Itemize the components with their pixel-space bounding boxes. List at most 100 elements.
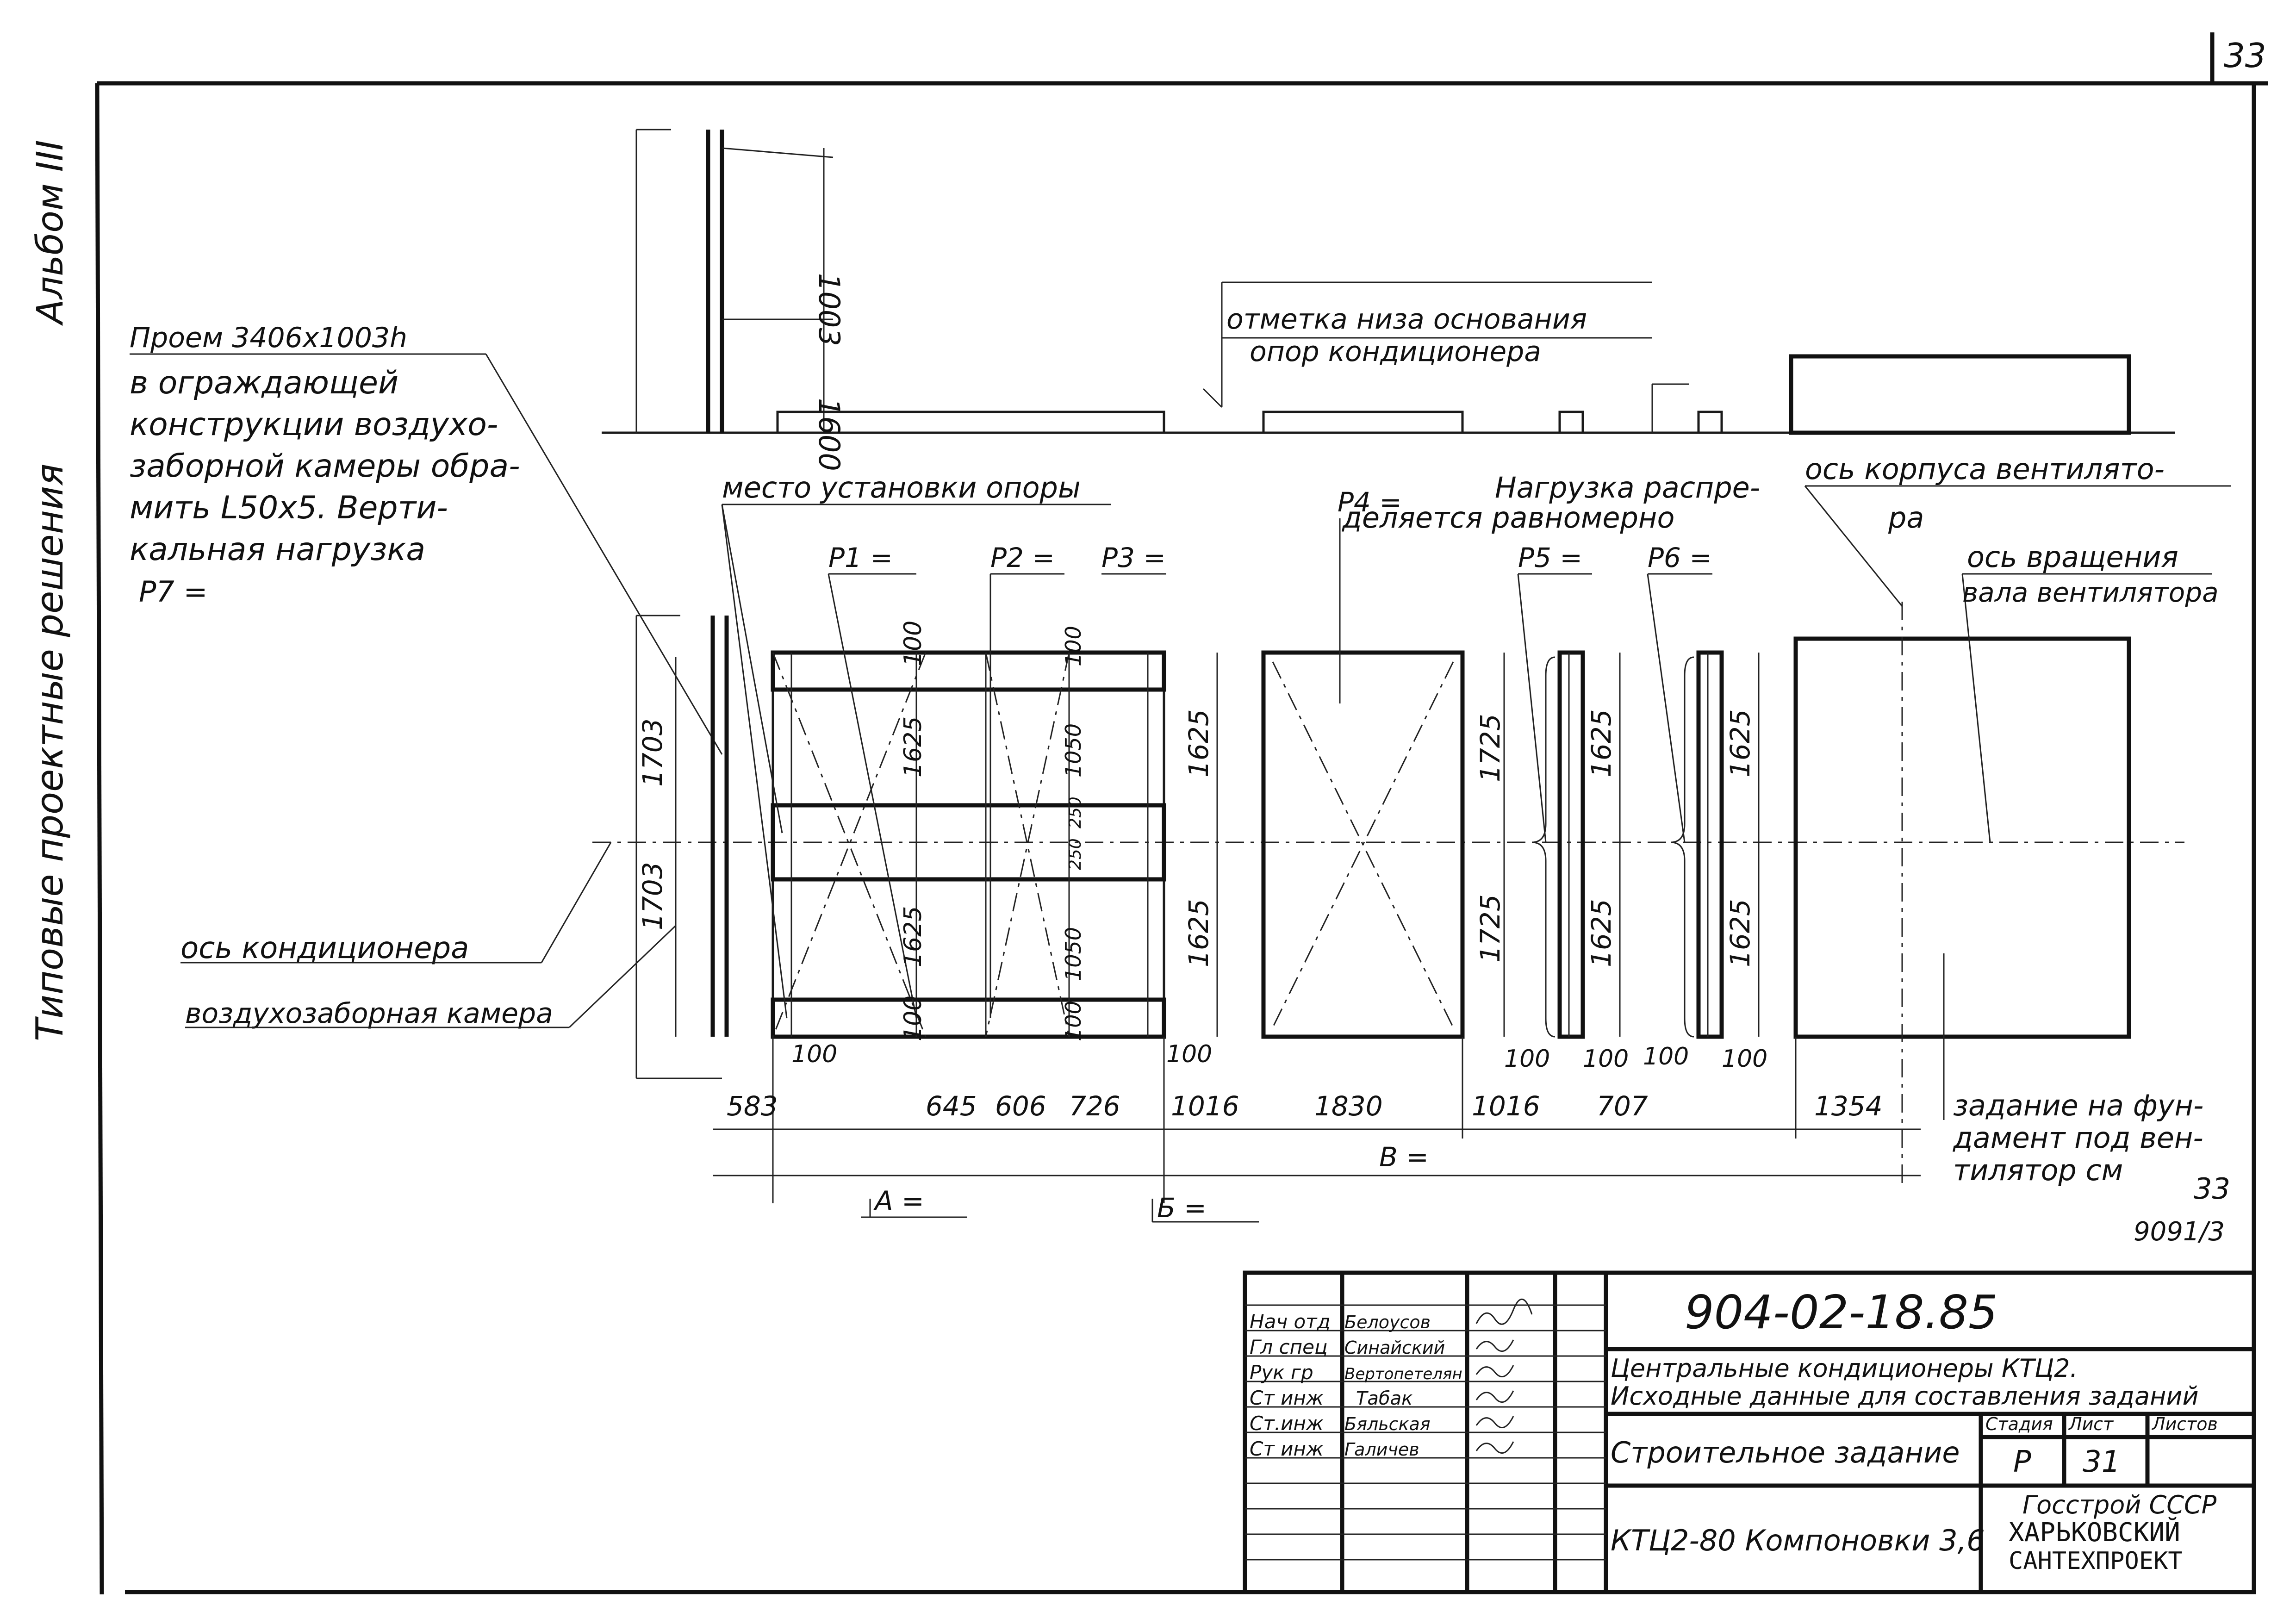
task-note-line2: дамент под вен- bbox=[1953, 1121, 2203, 1155]
tb-role-3: Рук гр bbox=[1250, 1361, 1313, 1384]
dim-1625-upper-left: 1625 bbox=[899, 716, 927, 778]
base-mark-line2: опор кондиционера bbox=[1250, 336, 1541, 368]
dim-100-top: 100 bbox=[899, 621, 927, 666]
p2-label: P2 = bbox=[990, 542, 1055, 573]
doc-title-line2: Исходные данные для составления заданий bbox=[1611, 1381, 2199, 1411]
dim-a-label: A = bbox=[873, 1185, 924, 1217]
task-note-line3: тилятор см bbox=[1953, 1153, 2123, 1187]
dim-b-label: Б = bbox=[1157, 1192, 1207, 1224]
dim-1830: 1830 bbox=[1314, 1090, 1383, 1122]
opening-note-line4: заборной камеры обра- bbox=[130, 448, 520, 485]
opening-note-line2: в ограждающей bbox=[130, 365, 398, 401]
org-line1: Госстрой СССР bbox=[2022, 1490, 2217, 1519]
fan-axis-line1: ось корпуса вентилято- bbox=[1805, 452, 2165, 486]
sheet-header: Лист bbox=[2068, 1414, 2114, 1434]
load-note-line2: деляется равномерно bbox=[1342, 501, 1674, 535]
dim-1016-right: 1016 bbox=[1472, 1090, 1540, 1122]
dim-100-left: 100 bbox=[791, 1040, 837, 1068]
p6-label: P6 = bbox=[1648, 542, 1712, 573]
tb-role-5: Ст.инж bbox=[1250, 1412, 1324, 1435]
dim-1625-frame-upper: 1625 bbox=[1183, 709, 1214, 778]
opening-note-line7: P7 = bbox=[139, 575, 208, 609]
dim-645: 645 bbox=[926, 1090, 977, 1122]
tb-name-5: Бяльская bbox=[1344, 1414, 1431, 1434]
support-place-label: место установки опоры bbox=[722, 471, 1081, 504]
rot-axis-line1: ось вращения bbox=[1967, 540, 2178, 574]
dim-1725-upper: 1725 bbox=[1475, 714, 1506, 782]
dim-100-p6-left: 100 bbox=[1643, 1043, 1689, 1070]
doc-title-line1: Центральные кондиционеры КТЦ2. bbox=[1611, 1354, 2078, 1383]
task-ref-sheet: 33 bbox=[2194, 1172, 2230, 1206]
opening-note-line6: кальная нагрузка bbox=[130, 531, 425, 568]
tb-role-6: Ст инж bbox=[1250, 1437, 1324, 1460]
p3-label: P3 = bbox=[1101, 542, 1166, 573]
stage-header: Стадия bbox=[1985, 1414, 2053, 1434]
org-line2: ХАРЬКОВСКИЙ bbox=[2009, 1517, 2180, 1548]
dim-1625-p6-lower: 1625 bbox=[1724, 899, 1756, 967]
base-mark-line1: отметка низа основания bbox=[1226, 303, 1587, 336]
dim-1625-frame-lower: 1625 bbox=[1183, 899, 1214, 967]
tb-name-1: Белоусов bbox=[1344, 1312, 1431, 1332]
tb-name-3: Вертопетелян bbox=[1344, 1365, 1462, 1383]
tb-name-2: Синайский bbox=[1344, 1338, 1445, 1358]
stage-value: Р bbox=[2013, 1445, 2031, 1479]
tb-role-2: Гл спец bbox=[1250, 1336, 1328, 1358]
dim-250-upper: 250 bbox=[1066, 796, 1085, 828]
dim-583: 583 bbox=[727, 1090, 778, 1122]
opening-note-line3: конструкции воздухо- bbox=[130, 406, 498, 443]
dim-606: 606 bbox=[995, 1090, 1046, 1122]
dim-707: 707 bbox=[1597, 1090, 1648, 1122]
opening-note: Проем 3406х1003h в ограждающей конструкц… bbox=[130, 322, 723, 755]
album-label: Альбом III bbox=[30, 140, 71, 326]
task-note-line1: задание на фун- bbox=[1953, 1089, 2203, 1122]
tb-name-6: Галичев bbox=[1344, 1439, 1419, 1460]
tb-role-4: Ст инж bbox=[1250, 1387, 1324, 1409]
dim-1625-p5-upper: 1625 bbox=[1586, 709, 1617, 778]
dim-1050-lower: 1050 bbox=[1061, 927, 1086, 981]
section-title: Строительное задание bbox=[1611, 1436, 1960, 1469]
title-block bbox=[1243, 1270, 2256, 1594]
dim-100-p5-right: 100 bbox=[1583, 1045, 1629, 1073]
dim-1625-p5-lower: 1625 bbox=[1586, 899, 1617, 967]
p4-label: P4 = bbox=[1338, 486, 1402, 518]
dim-100-frame-right: 100 bbox=[1166, 1040, 1212, 1068]
dim-1016-left: 1016 bbox=[1171, 1090, 1239, 1122]
p1-label: P1 = bbox=[828, 542, 893, 573]
layout-title: КТЦ2-80 Компоновки 3,6 bbox=[1611, 1524, 1985, 1557]
dim-1354: 1354 bbox=[1814, 1090, 1883, 1122]
tb-role-1: Нач отд bbox=[1250, 1310, 1331, 1333]
plan-view bbox=[541, 485, 2231, 1223]
p5-label: P5 = bbox=[1518, 542, 1582, 573]
dim-1050-upper: 1050 bbox=[1061, 723, 1086, 778]
fan-axis-line2: ра bbox=[1888, 501, 1924, 535]
dim-100-top-right: 100 bbox=[1061, 626, 1086, 666]
dim-100-p5-left: 100 bbox=[1504, 1045, 1550, 1073]
opening-note-line1: Проем 3406х1003h bbox=[130, 322, 407, 354]
dim-1703-upper: 1703 bbox=[637, 718, 668, 787]
dim-250-lower: 250 bbox=[1066, 838, 1085, 870]
dim-1725-lower: 1725 bbox=[1475, 894, 1506, 963]
sheet-number: 31 bbox=[2083, 1445, 2120, 1479]
dim-1003: 1003 bbox=[812, 273, 846, 346]
dim-1600: 1600 bbox=[812, 398, 846, 471]
dim-726: 726 bbox=[1069, 1090, 1120, 1122]
dim-100-bottom: 100 bbox=[899, 996, 927, 1041]
opening-note-line5: мить L50х5. Верти- bbox=[130, 490, 448, 526]
ac-axis-label: ось кондиционера bbox=[180, 931, 469, 965]
tb-name-4: Табак bbox=[1356, 1388, 1412, 1409]
org-line3: САНТЕХПРОЕКТ bbox=[2009, 1547, 2183, 1575]
task-ref-doc: 9091/3 bbox=[2134, 1217, 2225, 1247]
rot-axis-line2: вала вентилятора bbox=[1962, 577, 2219, 608]
page-number: 33 bbox=[2224, 36, 2266, 75]
elevation-view bbox=[602, 129, 2175, 435]
series-label: Типовые проектные решения bbox=[28, 464, 71, 1041]
dim-1703-lower: 1703 bbox=[637, 862, 668, 930]
sheets-header: Листов bbox=[2151, 1414, 2218, 1434]
doc-code: 904-02-18.85 bbox=[1685, 1285, 1998, 1339]
dim-100-p6-right: 100 bbox=[1722, 1045, 1767, 1073]
dim-1625-lower-left: 1625 bbox=[899, 906, 927, 967]
dim-1625-p6-upper: 1625 bbox=[1724, 709, 1756, 778]
signatures bbox=[1475, 1299, 1533, 1454]
intake-label: воздухозаборная камера bbox=[185, 997, 553, 1030]
